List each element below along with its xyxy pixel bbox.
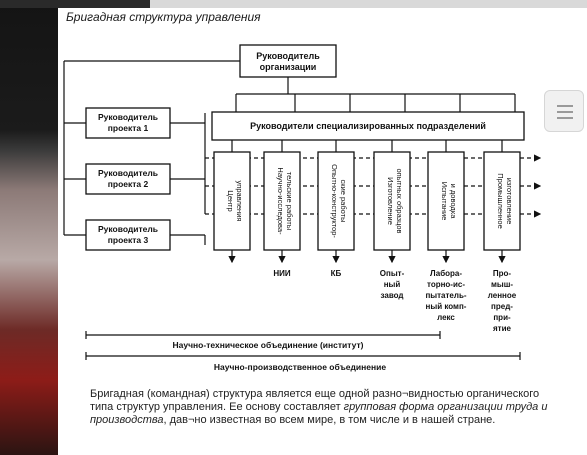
caption-part-1: Бригадная (командная) структура является… [90,388,540,413]
project-label-1: Руководитель [98,112,158,122]
column-label-2: тельские работы [285,172,294,231]
project-box-2 [85,163,171,195]
bracket-label-1: Научно-техническое объединение (институт… [173,340,364,350]
hamburger-menu-icon[interactable] [544,90,584,132]
column-box-5 [427,151,465,251]
output-label-3: КБ [331,269,342,278]
org-head-label: организации [260,62,317,72]
output-label-2: НИИ [273,269,291,278]
project-box-3 [85,219,171,251]
dept-heads-box [211,111,525,141]
column-label-3: ские работы [339,180,348,223]
top-strip-dark [0,0,150,8]
column-label-5: и доводка [449,184,458,220]
column-label-6: изготовление [505,178,514,225]
bracket-label-2: Научно-производственное объединение [214,362,387,372]
column-label-2: Научно-исследова- [276,167,285,235]
output-label-4: завод [381,291,404,300]
output-label-5: пытатель- [425,291,466,300]
output-label-6: при- [493,313,511,322]
column-label-3: Опытно-конструктор- [330,164,339,238]
caption-italic: групповая форма организации труда и прои… [90,401,548,426]
column-label-4: Изготовление [386,177,395,225]
dept-heads-label: Руководители специализированных подразде… [250,121,486,131]
column-label-1: Центр [226,190,235,211]
project-label-1: проекта 1 [108,123,149,133]
output-label-6: Про- [493,269,512,278]
column-box-6 [483,151,521,251]
org-head-label: Руководитель [256,51,320,61]
org-head-box [239,44,337,78]
caption-part-2: , дав¬но известная во всем мире, в том ч… [163,414,496,426]
background-photo [0,0,60,455]
project-label-2: проекта 2 [108,179,149,189]
output-label-5: лекс [437,313,455,322]
output-label-5: ный комп- [426,302,467,311]
output-label-5: торно-ис- [427,280,465,289]
project-label-3: проекта 3 [108,235,149,245]
output-label-4: ный [384,280,401,289]
column-label-1: управления [235,181,244,222]
caption-text: Бригадная (командная) структура является… [90,388,560,427]
output-label-4: Опыт- [380,269,405,278]
project-label-3: Руководитель [98,224,158,234]
column-label-5: Испытание [440,182,449,221]
column-label-6: Промышленное [496,173,505,228]
column-box-4 [373,151,411,251]
output-label-6: ятие [493,324,512,333]
column-label-4: опытных образцов [395,169,404,234]
output-label-6: мыш- [491,280,513,289]
output-label-5: Лабора- [430,269,462,278]
project-label-2: Руководитель [98,168,158,178]
column-box-1 [213,151,251,251]
output-label-6: пред- [491,302,513,311]
output-label-6: ленное [488,291,517,300]
top-strip [0,0,587,8]
column-box-2 [263,151,301,251]
project-box-1 [85,107,171,139]
page-title: Бригадная структура управления [66,10,261,24]
column-box-3 [317,151,355,251]
